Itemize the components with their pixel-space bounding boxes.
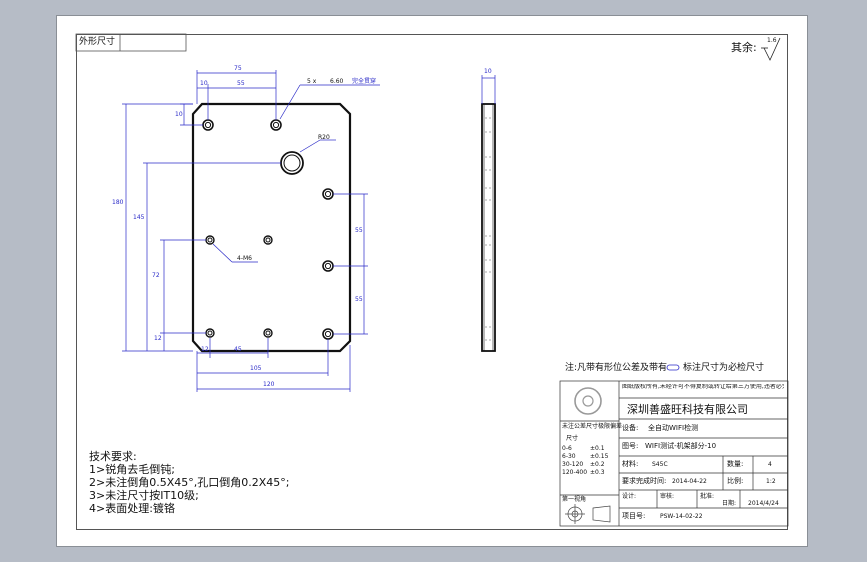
tol-val: ±0.2 — [590, 461, 605, 468]
dim-height-180: 180 — [112, 199, 124, 206]
tol-row: 120-400 — [562, 469, 588, 476]
due-label: 要求完成时间: — [622, 477, 667, 485]
dim-left-10: 10 — [175, 111, 183, 118]
dim-4m6: 4-M6 — [237, 255, 252, 262]
hole-note-value: 6.60 — [330, 78, 344, 85]
roughness-label: 其余: — [731, 41, 757, 54]
date-label: 日期: — [722, 500, 737, 507]
roughness-symbol — [763, 37, 781, 61]
dim-top-55: 55 — [237, 80, 245, 87]
project-label: 项目号: — [622, 512, 646, 520]
dim-bottom-120: 120 — [263, 381, 275, 388]
header-box-label: 外形尺寸 — [79, 37, 116, 47]
device-label: 设备: — [622, 424, 639, 432]
tolerance-header: 未注公差尺寸极限偏差 — [562, 423, 623, 430]
tol-row: 6-30 — [562, 453, 576, 460]
dim-bottom-45: 45 — [234, 346, 242, 353]
roughness-value: 1.6 — [767, 37, 777, 44]
material-value: S45C — [652, 461, 668, 468]
drawing-no-value: WIFI测试-机架部分-10 — [645, 442, 717, 450]
qty-value: 4 — [768, 461, 772, 468]
dim-bottom-105: 105 — [250, 365, 262, 372]
header-box — [75, 33, 187, 52]
check-label: 审核: — [660, 493, 675, 500]
material-label: 材料: — [622, 460, 639, 468]
dim-right-55a: 55 — [355, 227, 363, 234]
side-view — [481, 75, 496, 352]
size-label: 尺寸 — [566, 435, 579, 442]
due-value: 2014-04-22 — [672, 478, 707, 485]
drawing-no-label: 图号: — [622, 442, 639, 450]
dim-side-10: 10 — [484, 68, 492, 75]
scale-value: 1:2 — [766, 478, 776, 485]
company-name: 深圳善盛旺科技有限公司 — [627, 403, 748, 416]
tech-req-item: 3>未注尺寸按IT10级; — [89, 489, 199, 502]
tol-val: ±0.3 — [590, 469, 605, 476]
copyright-line: 图纸版权所有,未经许可不得复制或转让给第三方使用,违者必究 — [622, 384, 784, 390]
project-value: PSW-14-02-22 — [660, 513, 703, 520]
tech-req-item: 1>锐角去毛倒钝; — [89, 463, 175, 476]
dim-r20: R20 — [318, 134, 330, 141]
dimension-lines — [122, 70, 380, 392]
hole-note-prefix: 5 x — [307, 78, 317, 85]
dim-height-145: 145 — [133, 214, 145, 221]
tol-row: 0-6 — [562, 445, 572, 452]
tol-row: 30-120 — [562, 461, 584, 468]
tech-req-item: 2>未注倒角0.5X45°,孔口倒角0.2X45°; — [89, 476, 290, 489]
tolerance-note: 注:凡带有形位公差及带有 — [565, 363, 668, 373]
tech-req-item: 4>表面处理:镀铬 — [89, 502, 175, 515]
tol-val: ±0.1 — [590, 445, 605, 452]
design-label: 设计: — [622, 493, 637, 500]
dim-top-10: 10 — [200, 80, 208, 87]
date-value: 2014/4/24 — [748, 500, 779, 507]
plate-outline — [191, 102, 352, 353]
tolerance-note2: 标注尺寸为必检尺寸 — [683, 363, 765, 373]
first-view-label: 第一视角 — [562, 496, 587, 503]
tech-req-title: 技术要求: — [89, 450, 137, 463]
device-value: 全自动WIFI检测 — [648, 424, 699, 432]
title-block — [559, 380, 789, 527]
dim-bottom-12: 12 — [201, 346, 209, 353]
hole-note-suffix: 完全贯穿 — [352, 78, 377, 85]
qty-label: 数量: — [727, 460, 744, 468]
scale-label: 比例: — [727, 477, 744, 485]
dim-height-12: 12 — [154, 335, 162, 342]
front-view — [191, 102, 352, 353]
dim-top-overall: 75 — [234, 65, 242, 72]
dim-height-72: 72 — [152, 272, 160, 279]
tol-val: ±0.15 — [590, 453, 609, 460]
dim-right-55b: 55 — [355, 296, 363, 303]
approve-label: 批准: — [700, 493, 715, 500]
